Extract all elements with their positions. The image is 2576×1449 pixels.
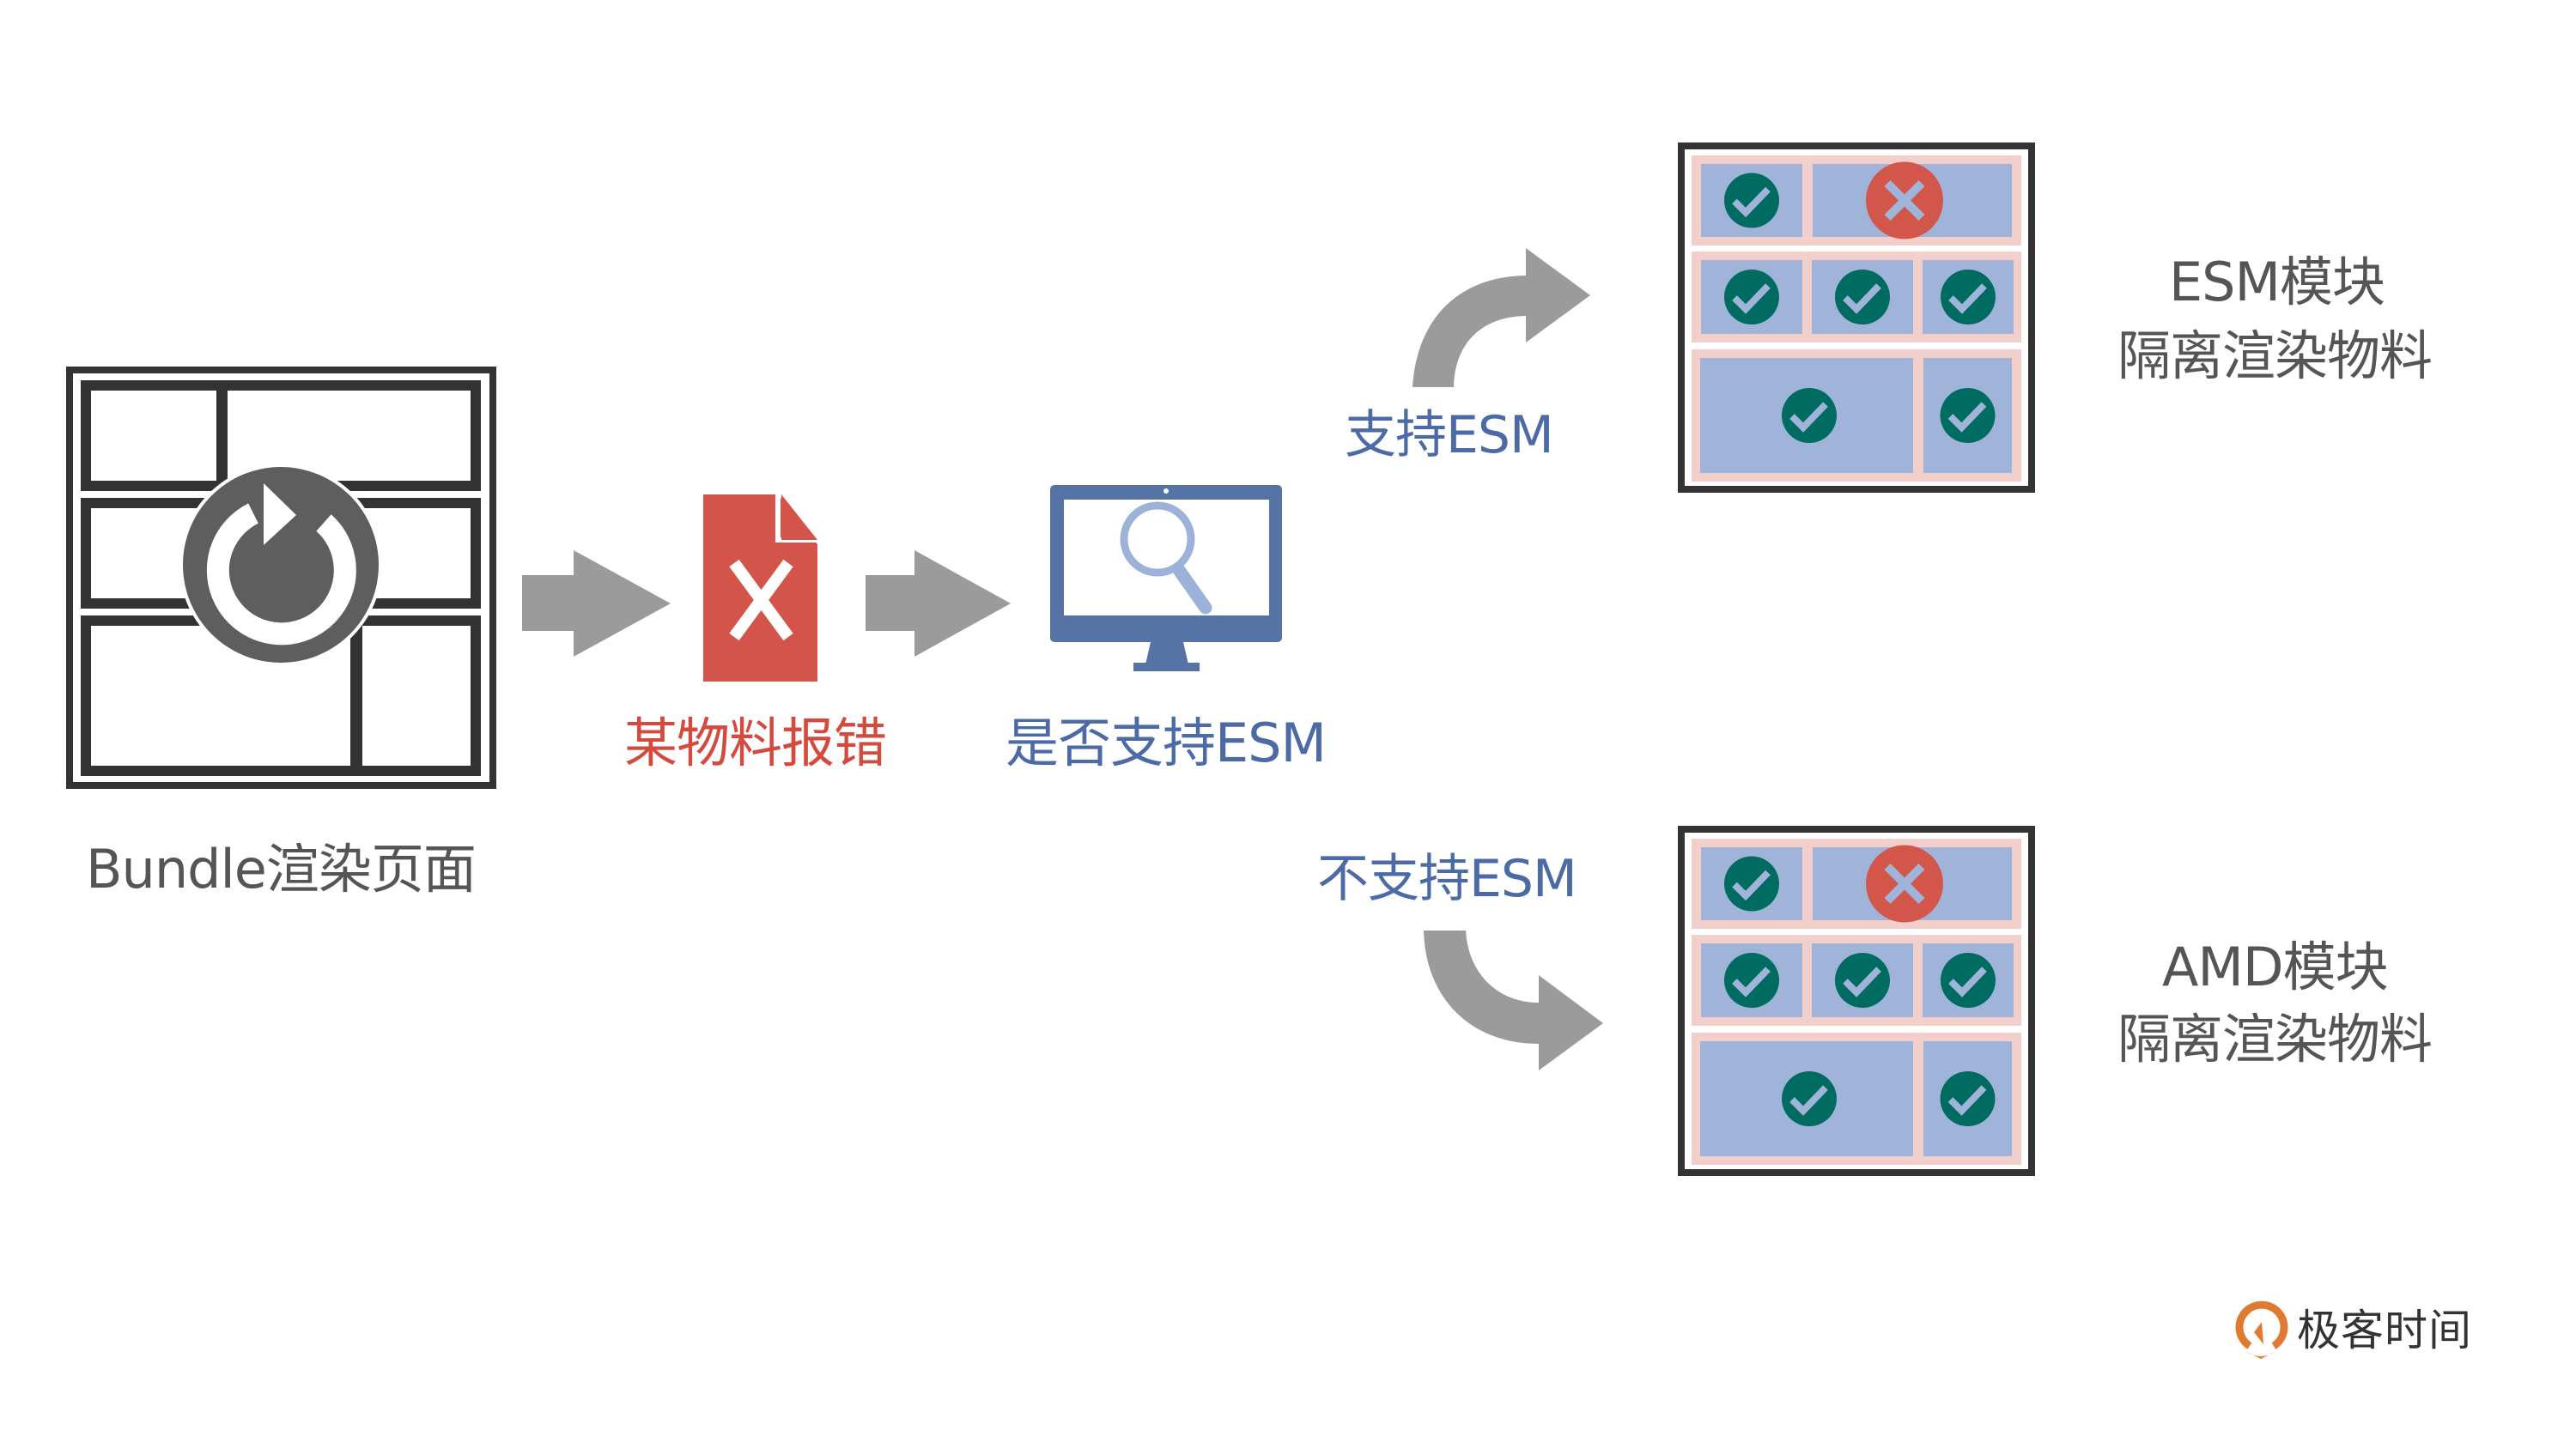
monitor-search-icon bbox=[1050, 485, 1282, 671]
edge-label-unsupported: 不支持ESM bbox=[1317, 849, 1577, 909]
geektime-logo-icon bbox=[2235, 1300, 2288, 1359]
edge-label-supported: 支持ESM bbox=[1345, 405, 1554, 465]
bundle-page-label: Bundle渲染页面 bbox=[86, 838, 477, 900]
amd-result-subtitle: 隔离渲染物料 bbox=[2117, 1008, 2433, 1070]
check-circle-icon bbox=[1835, 270, 1890, 324]
esm-result-title: ESM模块 bbox=[2169, 251, 2385, 313]
error-file-icon bbox=[703, 494, 817, 682]
refresh-icon bbox=[179, 464, 382, 666]
bundle-page-icon bbox=[66, 367, 496, 789]
arrow-right-icon bbox=[522, 550, 671, 657]
check-circle-icon bbox=[1940, 388, 1996, 443]
error-circle-icon bbox=[1866, 845, 1943, 923]
esm-module-box bbox=[1678, 142, 2035, 493]
check-circle-icon bbox=[1835, 953, 1890, 1008]
check-circle-icon bbox=[1940, 1071, 1996, 1126]
check-circle-icon bbox=[1941, 270, 1996, 324]
amd-result-title: AMD模块 bbox=[2162, 936, 2389, 998]
error-circle-icon bbox=[1866, 161, 1943, 239]
curved-arrow-down-icon bbox=[1424, 931, 1603, 1070]
magnifier-icon bbox=[1120, 501, 1212, 615]
check-circle-icon bbox=[1782, 1071, 1837, 1126]
check-circle-icon bbox=[1724, 173, 1779, 228]
check-circle-icon bbox=[1941, 953, 1996, 1008]
curved-arrow-up-icon bbox=[1413, 248, 1590, 387]
esm-result-subtitle: 隔离渲染物料 bbox=[2117, 324, 2433, 387]
check-circle-icon bbox=[1724, 953, 1779, 1008]
check-circle-icon bbox=[1724, 856, 1779, 912]
check-circle-icon bbox=[1782, 388, 1837, 443]
geektime-logo-text: 极客时间 bbox=[2297, 1306, 2472, 1355]
material-error-label: 某物料报错 bbox=[624, 712, 887, 774]
arrow-right-icon bbox=[866, 550, 1011, 657]
amd-module-box bbox=[1678, 826, 2035, 1176]
check-circle-icon bbox=[1724, 270, 1779, 324]
esm-check-label: 是否支持ESM bbox=[1005, 712, 1327, 774]
